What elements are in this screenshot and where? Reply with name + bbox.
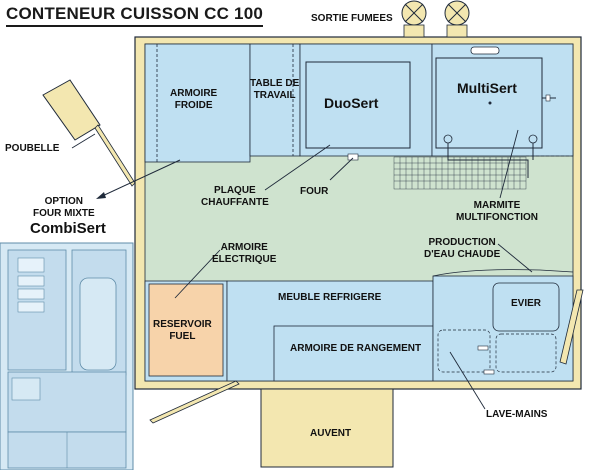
label-auvent: AUVENT xyxy=(310,428,352,439)
duosert-top xyxy=(305,61,411,149)
label-reservoir: RESERVOIR FUEL xyxy=(153,319,212,342)
label-armoire-electrique: ARMOIRE ELECTRIQUE xyxy=(212,242,277,265)
label-option: OPTION FOUR MIXTE xyxy=(33,196,95,219)
label-plaque-chauffante: PLAQUE CHAUFFANTE xyxy=(201,185,269,208)
label-multisert: MultiSert xyxy=(457,80,517,96)
drain-grid xyxy=(393,156,527,190)
label-poubelle: POUBELLE xyxy=(5,143,60,154)
reservoir-block xyxy=(148,283,224,377)
label-production: PRODUCTION D'EAU CHAUDE xyxy=(424,237,501,260)
chimney-2 xyxy=(444,0,470,38)
label-table-travail: TABLE DE TRAVAIL xyxy=(250,78,300,101)
label-meuble-refrigere: MEUBLE REFRIGERE xyxy=(278,292,382,303)
combisert-drawing xyxy=(0,242,134,470)
armoire-froide-block xyxy=(144,43,251,163)
auvent-block xyxy=(260,388,394,468)
chimney-1 xyxy=(401,0,427,38)
page-title: CONTENEUR CUISSON CC 100 xyxy=(6,4,264,27)
label-marmite: MARMITE MULTIFONCTION xyxy=(456,200,539,223)
label-four: FOUR xyxy=(300,186,329,197)
label-sortie-fumees: SORTIE FUMEES xyxy=(311,13,393,24)
evier-basin xyxy=(492,282,560,332)
label-evier: EVIER xyxy=(511,298,542,309)
label-lave-mains: LAVE-MAINS xyxy=(486,409,548,420)
label-armoire-froide: ARMOIRE FROIDE xyxy=(170,88,218,111)
armoire-rangement-block xyxy=(273,325,434,382)
label-combisert: CombiSert xyxy=(30,220,106,237)
label-duosert: DuoSert xyxy=(324,95,379,111)
poubelle-door xyxy=(42,79,101,141)
label-armoire-rangement: ARMOIRE DE RANGEMENT xyxy=(290,343,422,354)
table-travail-block xyxy=(249,43,301,157)
